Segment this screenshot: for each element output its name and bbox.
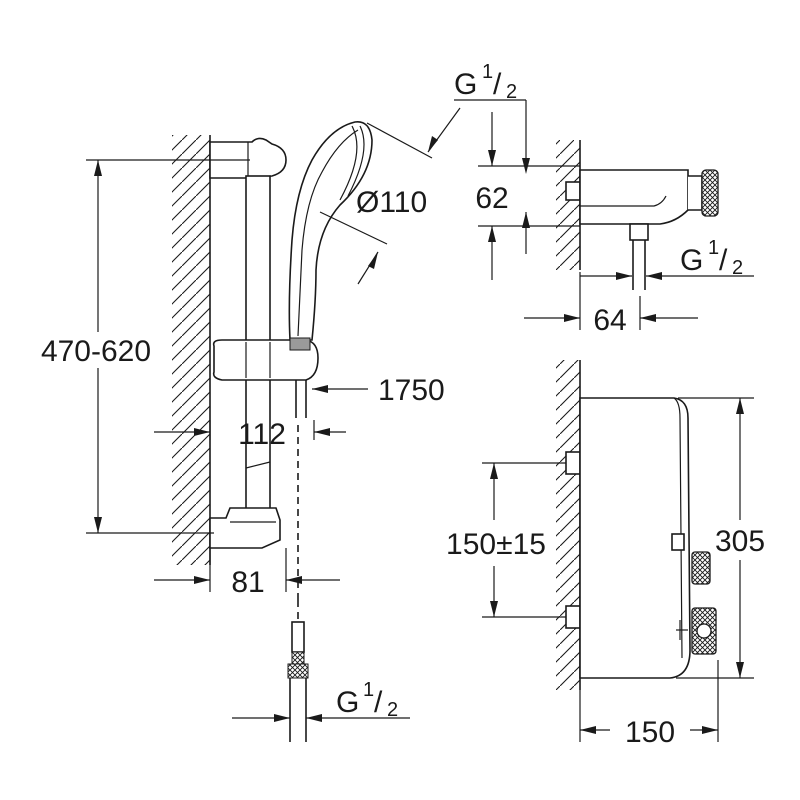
inlet-upper [565,451,581,475]
hose-fitting [287,663,309,679]
inlet-spacing-label: 150±15 [446,528,546,561]
inlet-lower [565,605,581,629]
dim-inlet-spacing: 150±15 [446,462,566,618]
diameter-label: Ø110 [356,186,427,219]
dim-bar-offset: 112 [154,418,346,451]
body-height-label: 62 [475,182,508,215]
thread-hose-slash: / [374,686,383,719]
thermostat-body-shade [580,195,667,207]
dim-diameter: Ø110 [319,107,461,285]
height-range-label: 470-620 [41,335,151,368]
thread-right-g: G [680,244,703,277]
thread-right: G 1 / 2 [580,237,754,280]
lower-wall-bracket [209,507,281,549]
thermostat-depth-label: 150 [625,716,675,749]
thread-hose-den: 2 [387,699,398,721]
bracket-depth-label: 81 [231,566,264,599]
thread-top-num: 1 [482,61,493,83]
thread-top-slash: / [493,68,502,101]
dim-height-range: 470-620 [22,159,250,534]
wall-hatch-top-right [556,140,580,270]
shower-head-face [339,125,365,201]
dim-thermostat-depth: 150 [579,660,719,749]
shower-rail-view [172,121,373,742]
thread-right-num: 1 [708,237,719,259]
front-tab [671,533,685,551]
thread-top-g: G [454,68,477,101]
thermostat-height-label: 305 [715,525,765,558]
thermostat-front-view [556,360,717,690]
dim-hose-length: 1750 [312,374,445,407]
thread-right-den: 2 [732,257,743,279]
front-body-edge [673,397,683,659]
thermostat-body-side [579,169,689,225]
hose-length-label: 1750 [378,374,445,407]
thermostat-lever [688,175,703,211]
flow-knob-button [696,623,712,639]
rail-break [245,461,271,469]
wall-inlet-pipe [565,181,581,201]
thread-hose-g: G [336,686,359,719]
thread-top-den: 2 [506,81,517,103]
thread-hose-num: 1 [363,679,374,701]
wall-hatch-left [172,135,210,565]
thermostat-side-view [556,140,719,290]
outlet-stub [629,223,649,241]
hose-nut [291,621,305,653]
dim-outlet-offset: 64 [524,272,698,337]
temperature-knob-front [691,551,711,585]
shower-handle-grip [289,337,311,351]
thread-hose: G 1 / 2 [232,679,410,722]
thermostat-knob-side [701,169,719,217]
bar-offset-label: 112 [238,418,286,451]
dim-bracket-depth: 81 [154,548,340,599]
wall-hatch-bottom-right [556,360,580,690]
dim-thermostat-height: 305 [676,397,765,679]
dim-body-height: 62 [475,112,580,280]
thermostat-body-front [579,397,691,679]
thread-right-slash: / [719,244,728,277]
outlet-offset-label: 64 [593,304,626,337]
hand-shower-inner [297,129,359,337]
